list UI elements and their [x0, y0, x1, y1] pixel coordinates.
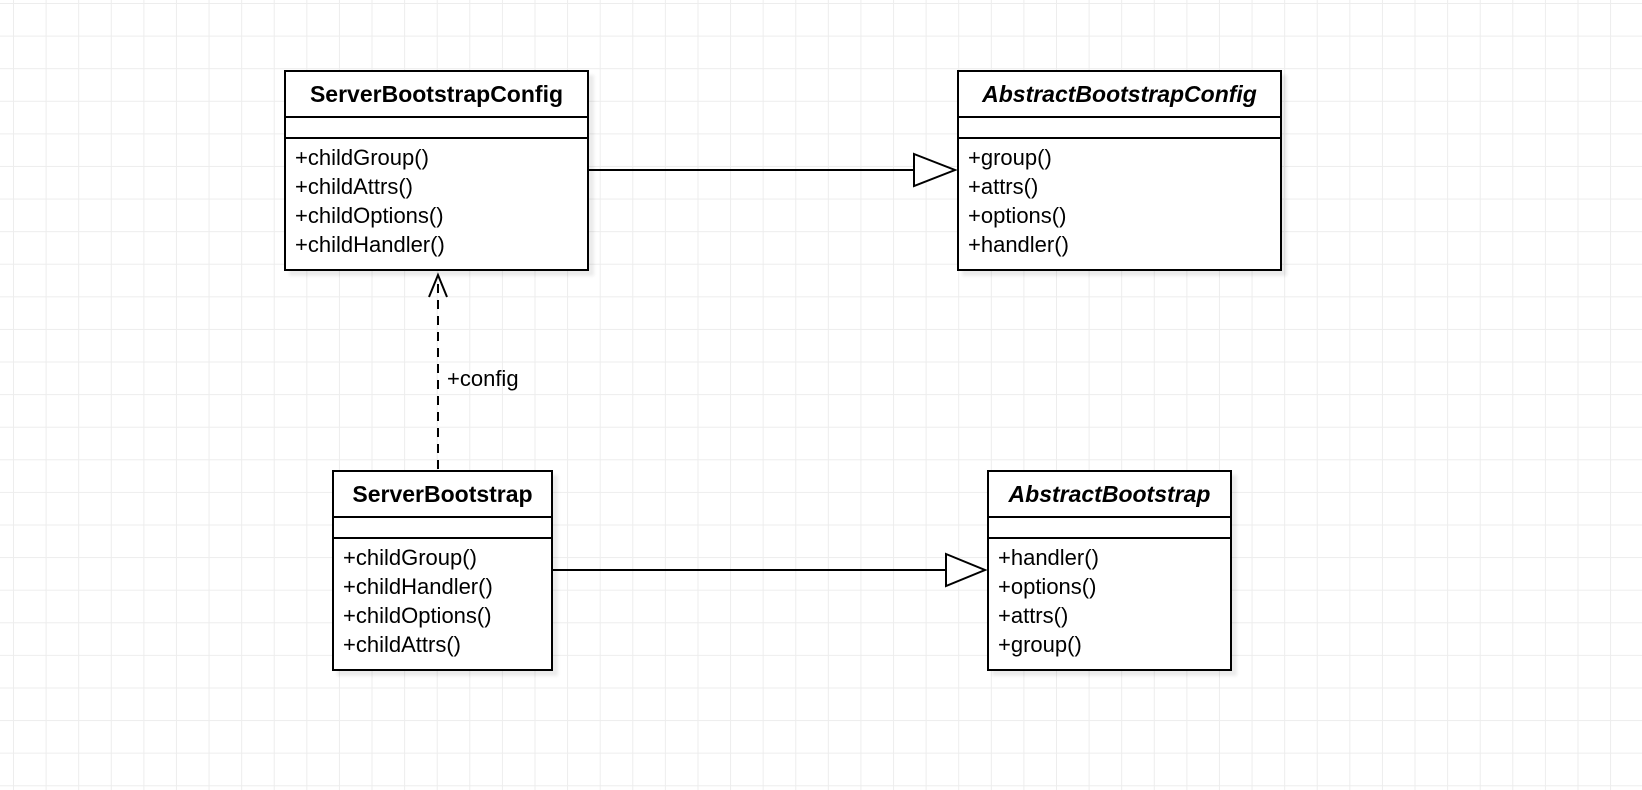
method-item: +group() — [998, 632, 1082, 657]
hollow-triangle-arrowhead — [913, 152, 958, 188]
edge-generalization-config[interactable] — [589, 152, 958, 188]
class-attributes-empty — [286, 118, 587, 139]
class-title: ServerBootstrapConfig — [286, 72, 587, 118]
method-item: +childAttrs() — [295, 174, 413, 199]
class-method-list: +childGroup() +childAttrs() +childOption… — [286, 139, 587, 259]
class-attributes-empty — [334, 518, 551, 539]
method-item: +childHandler() — [343, 574, 493, 599]
class-attributes-empty — [959, 118, 1280, 139]
class-server-bootstrap-config[interactable]: ServerBootstrapConfig +childGroup() +chi… — [284, 70, 589, 271]
class-method-list: +group() +attrs() +options() +handler() — [959, 139, 1280, 259]
method-item: +handler() — [968, 232, 1069, 257]
class-title: AbstractBootstrap — [989, 472, 1230, 518]
edge-generalization-bootstrap[interactable] — [553, 552, 988, 588]
method-item: +attrs() — [968, 174, 1039, 199]
edge-config-dependency[interactable] — [428, 272, 448, 469]
method-item: +attrs() — [998, 603, 1069, 628]
open-arrowhead — [428, 272, 448, 298]
method-item: +handler() — [998, 545, 1099, 570]
edge-label-config[interactable]: +config — [447, 366, 519, 391]
method-item: +options() — [998, 574, 1097, 599]
method-item: +childOptions() — [343, 603, 492, 628]
method-item: +childHandler() — [295, 232, 445, 257]
method-item: +childGroup() — [295, 145, 429, 170]
method-item: +childGroup() — [343, 545, 477, 570]
class-abstract-bootstrap-config[interactable]: AbstractBootstrapConfig +group() +attrs(… — [957, 70, 1282, 271]
method-item: +group() — [968, 145, 1052, 170]
hollow-triangle-arrowhead — [945, 552, 988, 588]
method-item: +childAttrs() — [343, 632, 461, 657]
method-item: +options() — [968, 203, 1067, 228]
method-item: +childOptions() — [295, 203, 444, 228]
class-method-list: +childGroup() +childHandler() +childOpti… — [334, 539, 551, 659]
class-method-list: +handler() +options() +attrs() +group() — [989, 539, 1230, 659]
class-attributes-empty — [989, 518, 1230, 539]
class-title: AbstractBootstrapConfig — [959, 72, 1280, 118]
class-title: ServerBootstrap — [334, 472, 551, 518]
class-abstract-bootstrap[interactable]: AbstractBootstrap +handler() +options() … — [987, 470, 1232, 671]
class-server-bootstrap[interactable]: ServerBootstrap +childGroup() +childHand… — [332, 470, 553, 671]
